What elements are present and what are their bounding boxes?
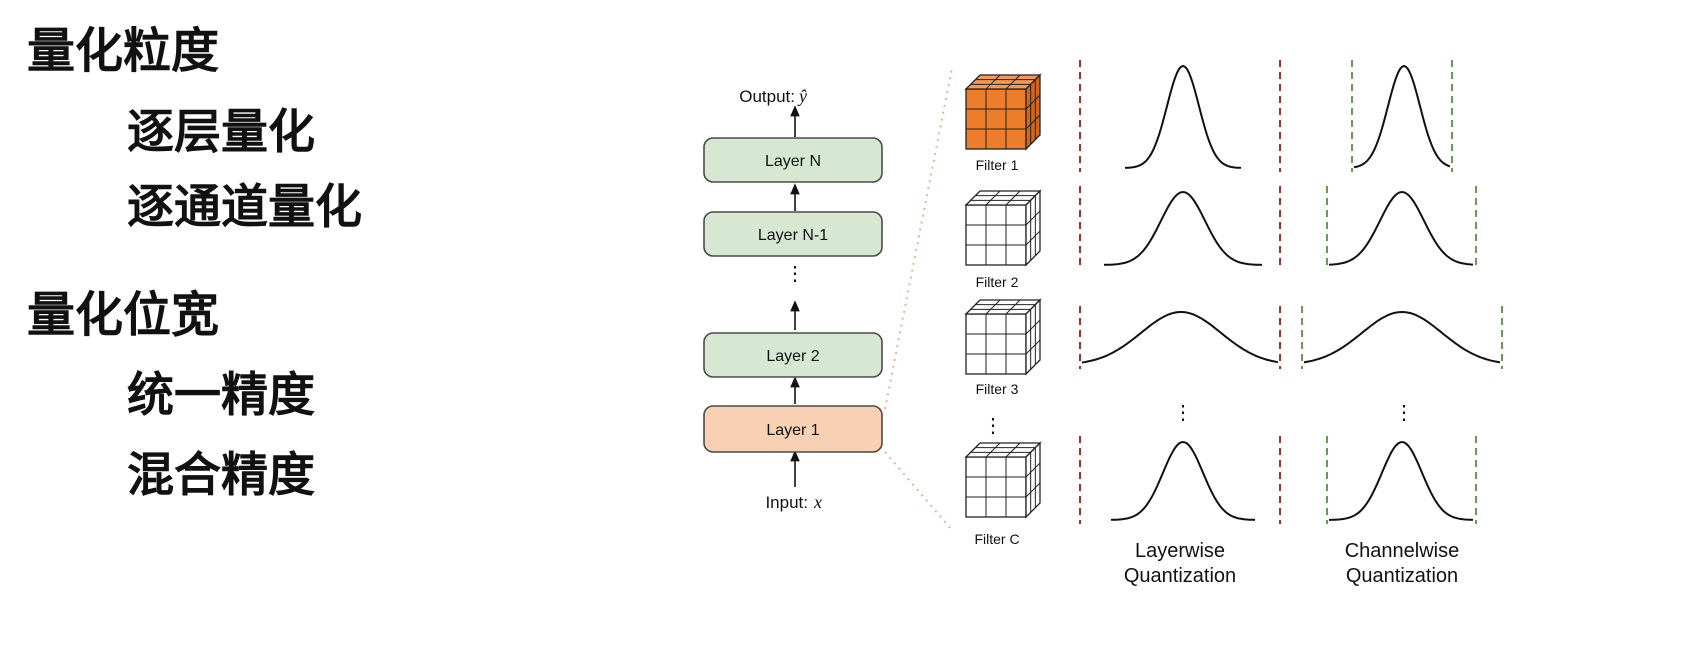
layerwise-curve [1081, 311, 1279, 364]
layer-2-box: Layer 2 [703, 332, 883, 378]
layer-2-label: Layer 2 [766, 348, 819, 365]
connector-top [884, 67, 953, 410]
filter-cube-4: Filter C [964, 441, 1042, 547]
filter-label-4: Filter C [974, 531, 1019, 547]
layer-1-box: Layer 1 [703, 405, 883, 453]
layerwise-curve [1124, 64, 1242, 169]
distribution-row-2 [1079, 186, 1477, 269]
filter-label-3: Filter 3 [976, 381, 1019, 397]
channelwise-curve [1353, 64, 1451, 169]
channelwise-caption-line1: Channelwise [1345, 540, 1460, 562]
filter-cube-2: Filter 2 [964, 189, 1042, 290]
layer-n-box: Layer N [703, 137, 883, 183]
channelwise-caption-line2: Quantization [1346, 565, 1458, 587]
filters-group: Filter 1 Filter 2 Filter 3 Filter C [964, 73, 1042, 547]
heading-bitwidth: 量化位宽 [27, 287, 220, 343]
channelwise-curve [1303, 310, 1501, 364]
filter-label-1: Filter 1 [976, 157, 1019, 173]
filter-ellipsis: ⋮ [983, 415, 1003, 437]
layerwise-curve [1110, 440, 1256, 521]
outline-panel: 量化粒度 逐层量化 逐通道量化 量化位宽 统一精度 混合精度 [0, 0, 700, 645]
item-mixed-precision: 混合精度 [127, 448, 315, 503]
layerwise-caption-line1: Layerwise [1135, 540, 1225, 562]
distribution-row-4 [1079, 436, 1477, 524]
distribution-row-1 [1079, 60, 1453, 172]
output-symbol: ŷ [797, 86, 807, 106]
network-ellipsis: ⋮ [785, 263, 805, 285]
input-symbol: x [813, 492, 822, 512]
layerwise-caption-line2: Quantization [1124, 565, 1236, 587]
layer-n-1-box: Layer N-1 [703, 211, 883, 257]
layer-n-1-label: Layer N-1 [758, 227, 828, 244]
channelwise-ellipsis: ⋮ [1394, 402, 1414, 424]
layerwise-curve [1103, 191, 1263, 266]
filter-cube-3: Filter 3 [964, 298, 1042, 397]
heading-granularity: 量化粒度 [27, 23, 220, 79]
item-channelwise: 逐通道量化 [127, 180, 362, 235]
distributions-group [1079, 60, 1503, 524]
channelwise-curve [1328, 191, 1474, 266]
item-layerwise: 逐层量化 [127, 105, 315, 160]
layerwise-ellipsis: ⋮ [1173, 402, 1193, 424]
item-uniform-precision: 统一精度 [127, 368, 315, 423]
filter-cube-1: Filter 1 [964, 73, 1042, 173]
input-label: Input: [765, 493, 808, 512]
channelwise-curve [1329, 441, 1474, 521]
distribution-row-3 [1079, 306, 1503, 369]
connector-bottom [884, 451, 953, 531]
layer-n-label: Layer N [765, 153, 821, 170]
layer-1-label: Layer 1 [766, 422, 819, 439]
output-label: Output: [739, 87, 795, 106]
filter-label-2: Filter 2 [976, 274, 1019, 290]
